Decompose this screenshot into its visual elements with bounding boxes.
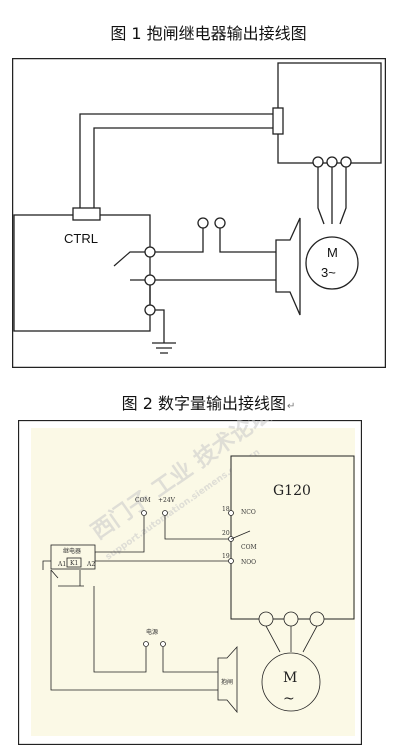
- drive-terminal-u: [312, 156, 324, 168]
- supply-terminal-1: [197, 217, 209, 229]
- drive-connector: [272, 107, 284, 135]
- motor-phase-label: 3~: [321, 265, 336, 280]
- ground-icon: [152, 342, 176, 354]
- return-mark: ↵: [286, 401, 296, 412]
- relay-terminal-2: [144, 274, 156, 286]
- terminal-18-label: 18: [222, 506, 230, 513]
- figure-2-caption-text: 图 2 数字量输出接线图: [121, 394, 286, 413]
- drive-out-terminal-3: [309, 611, 325, 627]
- g120-drive-box: [230, 455, 355, 620]
- motor-label: M: [283, 670, 297, 686]
- figure-1-caption-text: 图 1 抱闸继电器输出接线图: [110, 24, 307, 43]
- power-label: 电源: [146, 628, 158, 636]
- brake-symbol: [217, 645, 238, 714]
- drive-out-terminal-2: [283, 611, 299, 627]
- brake-symbol: [275, 217, 301, 316]
- relay-a1-label: A1: [57, 561, 66, 568]
- wire-terminal1-supply: [155, 228, 204, 253]
- motor-wires: [265, 625, 318, 653]
- terminal-20-label: 20: [222, 530, 230, 537]
- brake-label: 抱闸: [221, 678, 233, 686]
- supply-com-terminal: [141, 510, 147, 516]
- supply-terminal-2: [214, 217, 226, 229]
- figure-1-svg: CTRL M 3~: [11, 57, 387, 369]
- ctrl-connector: [72, 207, 101, 221]
- terminal-19: [228, 558, 234, 564]
- supply-24v-terminal: [162, 510, 168, 516]
- plus24-supply-label: +24V: [158, 497, 176, 504]
- motor-wires: [317, 167, 347, 225]
- drive-out-terminal-1: [258, 611, 274, 627]
- drive-box: [277, 62, 382, 164]
- relay-terminal-3: [144, 304, 156, 316]
- wire-power-brake: [162, 647, 218, 673]
- com-supply-label: COM: [135, 497, 151, 504]
- wire-24v-com: [164, 516, 228, 540]
- com-drive-label: COM: [241, 544, 257, 551]
- motor-circle: [305, 236, 359, 290]
- wire-supply-brake: [219, 228, 276, 253]
- g120-label: G120: [273, 483, 311, 499]
- nco-label: NCO: [241, 509, 256, 516]
- relay-label: 继电器: [63, 547, 81, 555]
- relay-k1-box: [66, 557, 82, 568]
- figure-2-caption: 图 2 数字量输出接线图↵: [0, 390, 417, 414]
- control-cable-inner: [93, 127, 273, 210]
- power-terminal-2: [160, 641, 166, 647]
- wire-relay-power: [93, 586, 147, 673]
- ctrl-label: CTRL: [64, 231, 98, 246]
- drive-terminal-v: [326, 156, 338, 168]
- relay-terminal-1: [144, 246, 156, 258]
- ground-wire: [155, 309, 165, 343]
- terminal-18: [228, 510, 234, 516]
- figure-1-diagram: CTRL M 3~: [11, 57, 387, 369]
- noo-label: NOO: [241, 559, 256, 566]
- figure-2-svg: 西门子 工业 技术论坛 support.automation.siemens.c…: [17, 401, 363, 746]
- control-cable-outer: [79, 113, 273, 210]
- relay-a2-label: A2: [86, 561, 95, 568]
- power-terminal-1: [143, 641, 149, 647]
- drive-relay-contact: [230, 530, 251, 540]
- drive-terminal-w: [340, 156, 352, 168]
- wire-relay-brake-lower: [50, 570, 218, 691]
- motor-label: M: [327, 245, 338, 260]
- figure-2-diagram: 西门子 工业 技术论坛 support.automation.siemens.c…: [17, 401, 363, 746]
- wire-relay-a1: [42, 560, 51, 570]
- figure-1-caption: 图 1 抱闸继电器输出接线图: [0, 20, 417, 44]
- relay-k1-label: K1: [70, 560, 78, 567]
- terminal-19-label: 19: [222, 553, 230, 560]
- motor-tilde: ~: [283, 691, 295, 707]
- motor-circle: [261, 652, 321, 712]
